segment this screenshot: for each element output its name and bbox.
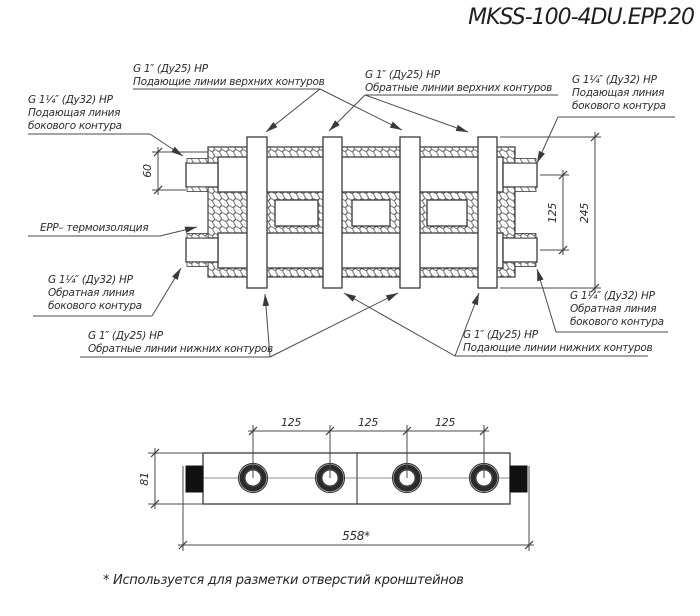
dim-60-value: 60 (141, 164, 154, 178)
end-cap-left (185, 465, 204, 493)
label-size: G 1″ (Ду25) НР (463, 329, 539, 341)
insulation-window (274, 199, 319, 227)
label-size: G 1¼″ (Ду32) НР (28, 94, 114, 106)
label-desc: Обратные линии верхних контуров (365, 82, 552, 94)
label-desc2: бокового контура (572, 100, 666, 112)
dim-125-side-value: 125 (546, 203, 559, 223)
label-return-upper: G 1″ (Ду25) НР Обратные линии верхних ко… (328, 69, 558, 133)
label-desc1: Подающая линия (28, 107, 120, 119)
label-epp-insulation: EPP– термоизоляция (28, 222, 198, 237)
dim-125-1: 125 (281, 416, 301, 429)
label-size: G 1″ (Ду25) НР (365, 69, 441, 81)
label-desc2: бокового контура (28, 120, 122, 132)
dim-81: 81 (138, 448, 204, 509)
label-supply-lower: G 1″ (Ду25) НР Подающие линии нижних кон… (343, 292, 653, 357)
dim-245: 245 (500, 132, 601, 293)
insulation-window (351, 199, 391, 227)
end-cap-right (509, 465, 528, 493)
label-size: G 1″ (Ду25) НР (88, 330, 164, 342)
top-view (185, 452, 528, 505)
label-size: G 1¼″ (Ду32) НР (48, 274, 134, 286)
label-size: G 1¼″ (Ду32) НР (570, 290, 656, 302)
dim-125-2: 125 (358, 416, 378, 429)
label-desc: Подающие линии верхних контуров (133, 76, 325, 88)
label-desc1: Обратная линия (570, 303, 656, 315)
label-side-return-right: G 1¼″ (Ду32) НР Обратная линия бокового … (536, 268, 668, 333)
dim-125-side: 125 (540, 170, 569, 255)
label-side-supply-right: G 1¼″ (Ду32) НР Подающая линия бокового … (536, 74, 675, 164)
vertical-pipe-2 (322, 136, 343, 289)
vertical-pipe-4 (477, 136, 498, 289)
dim-81-value: 81 (138, 472, 151, 485)
label-desc1: Обратная линия (48, 287, 134, 299)
insulation-window (426, 199, 468, 227)
vertical-pipe-3 (399, 136, 421, 289)
label-supply-upper: G 1″ (Ду25) НР Подающие линии верхних ко… (133, 63, 403, 133)
label-return-lower: G 1″ (Ду25) НР Обратные линии нижних кон… (80, 292, 399, 358)
front-view (185, 136, 538, 289)
label-desc: Подающие линии нижних контуров (463, 342, 652, 354)
side-port-left-bottom (185, 237, 219, 263)
footnote: * Используется для разметки отверстий кр… (103, 573, 463, 588)
label-desc2: бокового контура (570, 316, 664, 328)
dim-125-3: 125 (435, 416, 455, 429)
dim-558-value: 558* (342, 529, 370, 543)
side-port-right-top (502, 162, 538, 188)
dim-125-spacing: 125 125 125 (248, 416, 489, 478)
dim-558: 558* (178, 466, 534, 551)
side-port-left-top (185, 162, 219, 188)
label-desc1: Подающая линия (572, 87, 664, 99)
dim-245-value: 245 (578, 203, 591, 223)
label-size: G 1″ (Ду25) НР (133, 63, 209, 75)
label-desc2: бокового контура (48, 300, 142, 312)
label-side-supply-left: G 1¼″ (Ду32) НР Подающая линия бокового … (28, 94, 184, 157)
label-side-return-left: G 1¼″ (Ду32) НР Обратная линия бокового … (33, 267, 182, 317)
drawing-title: MKSS-100-4DU.EPP.20 (468, 5, 694, 30)
side-port-right-bottom (502, 237, 538, 263)
label-epp: EPP– термоизоляция (40, 222, 148, 234)
vertical-pipe-1 (246, 136, 268, 289)
label-desc: Обратные линии нижних контуров (88, 343, 273, 355)
side-port-insulation-strips (186, 158, 537, 267)
label-size: G 1¼″ (Ду32) НР (572, 74, 658, 86)
